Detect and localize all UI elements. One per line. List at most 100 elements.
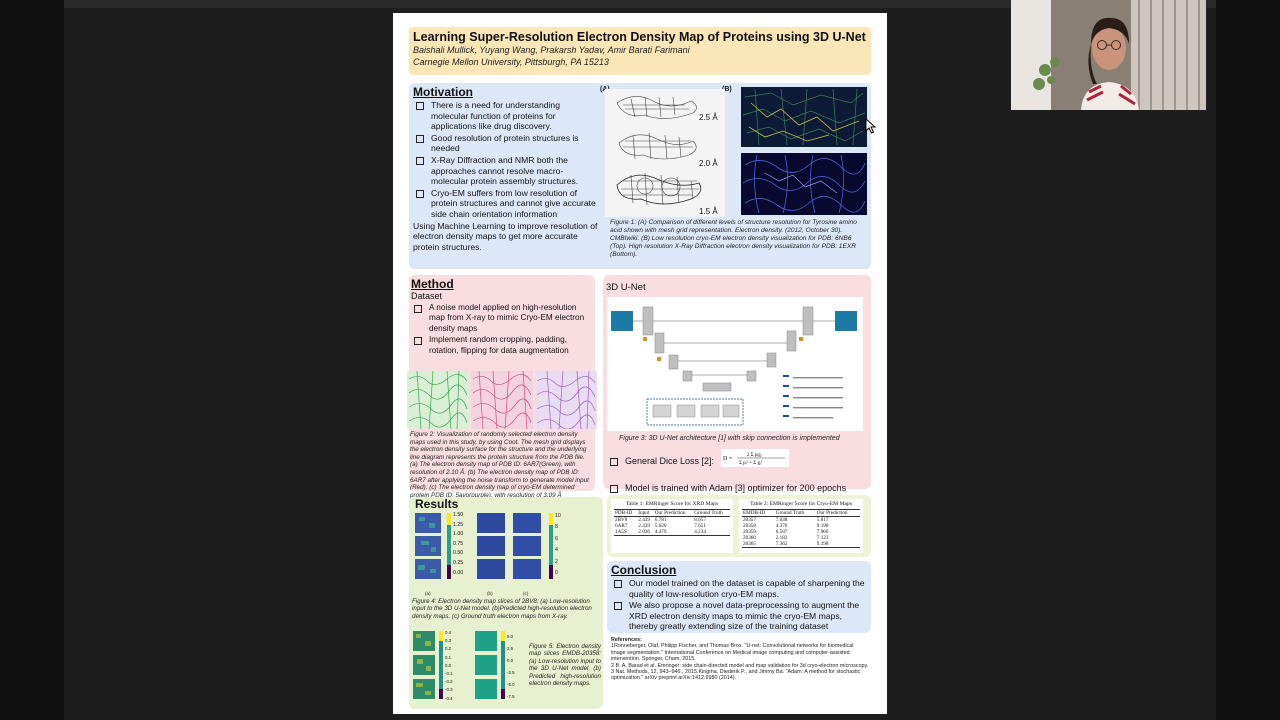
density-map-green bbox=[407, 370, 469, 430]
colorbar4-tick: -7.5 bbox=[507, 694, 515, 699]
xray-mesh-drawing bbox=[742, 154, 866, 214]
poster-title: Learning Super-Resolution Electron Densi… bbox=[413, 30, 866, 44]
colorbar1-tick: 0.50 bbox=[453, 550, 464, 557]
svg-text:D =: D = bbox=[723, 456, 733, 462]
tyrosine-mesh-figure bbox=[605, 89, 725, 217]
colorbar2-tick: 10 bbox=[555, 513, 561, 519]
colorbar4-tick: 5.0 bbox=[507, 634, 514, 639]
references-block: References: 1Ronneberger, Olaf, Philipp … bbox=[611, 637, 869, 682]
table2-header: EMDB-ID bbox=[742, 509, 775, 517]
conclusion-bullet-2: We also propose a novel data-preprocessi… bbox=[611, 600, 867, 632]
figure4-panel-label-a: (a) bbox=[425, 591, 431, 596]
colorbar4-tick: 0.0 bbox=[507, 658, 514, 663]
table-row: 20359 6.587 7.966 bbox=[742, 529, 860, 535]
figure2-caption: Figure 2: Visualization of randomly sele… bbox=[410, 431, 589, 499]
motivation-heading: Motivation bbox=[413, 85, 473, 99]
table1-xrd-scores: Table 1: EMRinger Score for XRD Maps PDB… bbox=[611, 499, 733, 553]
table1-cell: 6AR7 bbox=[615, 523, 628, 529]
results-section: Results 1.50 1.25 1.00 0.75 0.50 0.25 0.… bbox=[409, 497, 603, 709]
density-map-purple bbox=[535, 370, 597, 430]
dice-loss-bullet: General Dice Loss [2]: bbox=[607, 456, 715, 467]
table2-cell: 7.966 bbox=[816, 529, 829, 535]
poster-affiliation: Carnegie Mellon University, Pittsburgh, … bbox=[413, 57, 609, 67]
unet-architecture-drawing bbox=[611, 306, 857, 426]
table2-cell: 6.587 bbox=[775, 529, 788, 535]
table2-cell: 7.123 bbox=[816, 535, 829, 541]
table1-header: PDB-ID bbox=[614, 509, 638, 517]
resolution-label-1: 2.5 Å bbox=[699, 113, 718, 122]
colorbar3-tick: 0.2 bbox=[445, 646, 452, 652]
colorbar3-ticks: 0.4 0.3 0.2 0.1 0.0 -0.1 -0.2 -0.3 -0.4 bbox=[445, 629, 463, 703]
tyrosine-mesh-drawing bbox=[616, 96, 702, 206]
table1-cell: 2BV8 bbox=[615, 517, 628, 523]
conclusion-text-column: Conclusion Our model trained on the data… bbox=[611, 563, 867, 632]
table2-cell: 7.362 bbox=[774, 541, 816, 548]
table1-header: Ground Truth bbox=[693, 509, 730, 517]
table2-header: Ground Truth bbox=[774, 509, 816, 517]
table2-cell: 20359 bbox=[743, 529, 756, 535]
reference-item-2: 2 B. A. Barad et al. Emringer: side chai… bbox=[611, 662, 869, 669]
table2-cell: 20360 bbox=[743, 535, 756, 541]
colorbar1-ticks: 1.50 1.25 1.00 0.75 0.50 0.25 0.00 bbox=[453, 511, 469, 578]
unet-heading: 3D U-Net bbox=[606, 282, 646, 293]
method-bullet-2: Implement random cropping, padding, rota… bbox=[411, 335, 591, 356]
figure1-caption: Figure 1: (A) Comparison of different le… bbox=[610, 219, 857, 258]
motivation-bullet-3: X-Ray Diffraction and NMR both the appro… bbox=[413, 155, 599, 187]
colorbar4-ticks: 5.0 2.5 0.0 -2.5 -5.0 -7.5 bbox=[507, 631, 525, 703]
figure1-label-b: (B) bbox=[722, 86, 732, 93]
colorbar4-tick: -5.0 bbox=[507, 682, 515, 687]
table2-cell: 20357 bbox=[743, 517, 756, 523]
table1-cell: 2.036 bbox=[637, 529, 654, 536]
resolution-label-3: 1.5 Å bbox=[699, 207, 718, 216]
colorbar2-tick: 8 bbox=[555, 524, 558, 531]
colorbar3-tick: 0.3 bbox=[445, 638, 452, 644]
table2-cell: 9.198 bbox=[816, 523, 829, 529]
arrow-cursor-drawing bbox=[865, 117, 877, 134]
viewer-left-margin bbox=[0, 0, 64, 720]
research-poster: Learning Super-Resolution Electron Densi… bbox=[393, 13, 887, 714]
motivation-bullet-2: Good resolution of protein structures is… bbox=[413, 133, 599, 154]
resolution-label-2: 2.0 Å bbox=[699, 159, 718, 168]
adam-optimizer-bullet: Model is trained with Adam [3] optimizer… bbox=[607, 483, 869, 494]
colorbar3-tick: -0.3 bbox=[445, 687, 453, 693]
unet-architecture-diagram bbox=[607, 297, 863, 431]
method-section: Method Dataset A noise model applied on … bbox=[407, 275, 597, 499]
figure4-panel-label-b: (b) bbox=[487, 591, 493, 596]
figure4-heatmaps bbox=[415, 513, 553, 579]
colorbar1-tick: 1.50 bbox=[453, 512, 464, 518]
motivation-text-column: Motivation There is a need for understan… bbox=[413, 85, 599, 252]
colorbar2-tick: 4 bbox=[555, 547, 558, 554]
results-heading: Results bbox=[415, 497, 459, 511]
colorbar3-tick: 0.0 bbox=[445, 662, 452, 668]
viewer-top-bar bbox=[0, 0, 1280, 8]
table1-cell: 7.651 bbox=[694, 523, 706, 529]
table1-cell: 5.620 bbox=[654, 523, 667, 529]
colorbar4-tick: 2.5 bbox=[507, 646, 514, 651]
svg-text:2 Σ pᵢgᵢ: 2 Σ pᵢgᵢ bbox=[747, 453, 762, 458]
colorbar3-tick: -0.4 bbox=[445, 695, 453, 701]
colorbar3-tick: 0.4 bbox=[445, 630, 452, 635]
presenter-video-frame bbox=[1011, 0, 1206, 110]
colorbar2-tick: 2 bbox=[555, 558, 558, 565]
colorbar1-tick: 1.25 bbox=[453, 521, 464, 528]
table1-cell: 4.234 bbox=[693, 529, 730, 536]
table2-cryoem-scores: Table 2: EMRinger Score for Cryo-EM Maps… bbox=[739, 499, 863, 553]
colorbar2-ticks: 10 8 6 4 2 0 bbox=[555, 511, 569, 579]
colorbar1-tick: 0.25 bbox=[453, 559, 464, 566]
density-map-red bbox=[471, 370, 533, 430]
conclusion-heading: Conclusion bbox=[611, 563, 677, 577]
method-bullet-1: A noise model applied on high-resolution… bbox=[411, 303, 591, 335]
table2-cell: 20358 bbox=[743, 523, 756, 529]
table2-header: Our Prediction bbox=[815, 509, 860, 517]
poster-authors: Baishali Mullick, Yuyang Wang, Prakarsh … bbox=[413, 45, 690, 55]
figure3-caption: Figure 3: 3D U-Net architecture [1] with… bbox=[619, 435, 840, 442]
